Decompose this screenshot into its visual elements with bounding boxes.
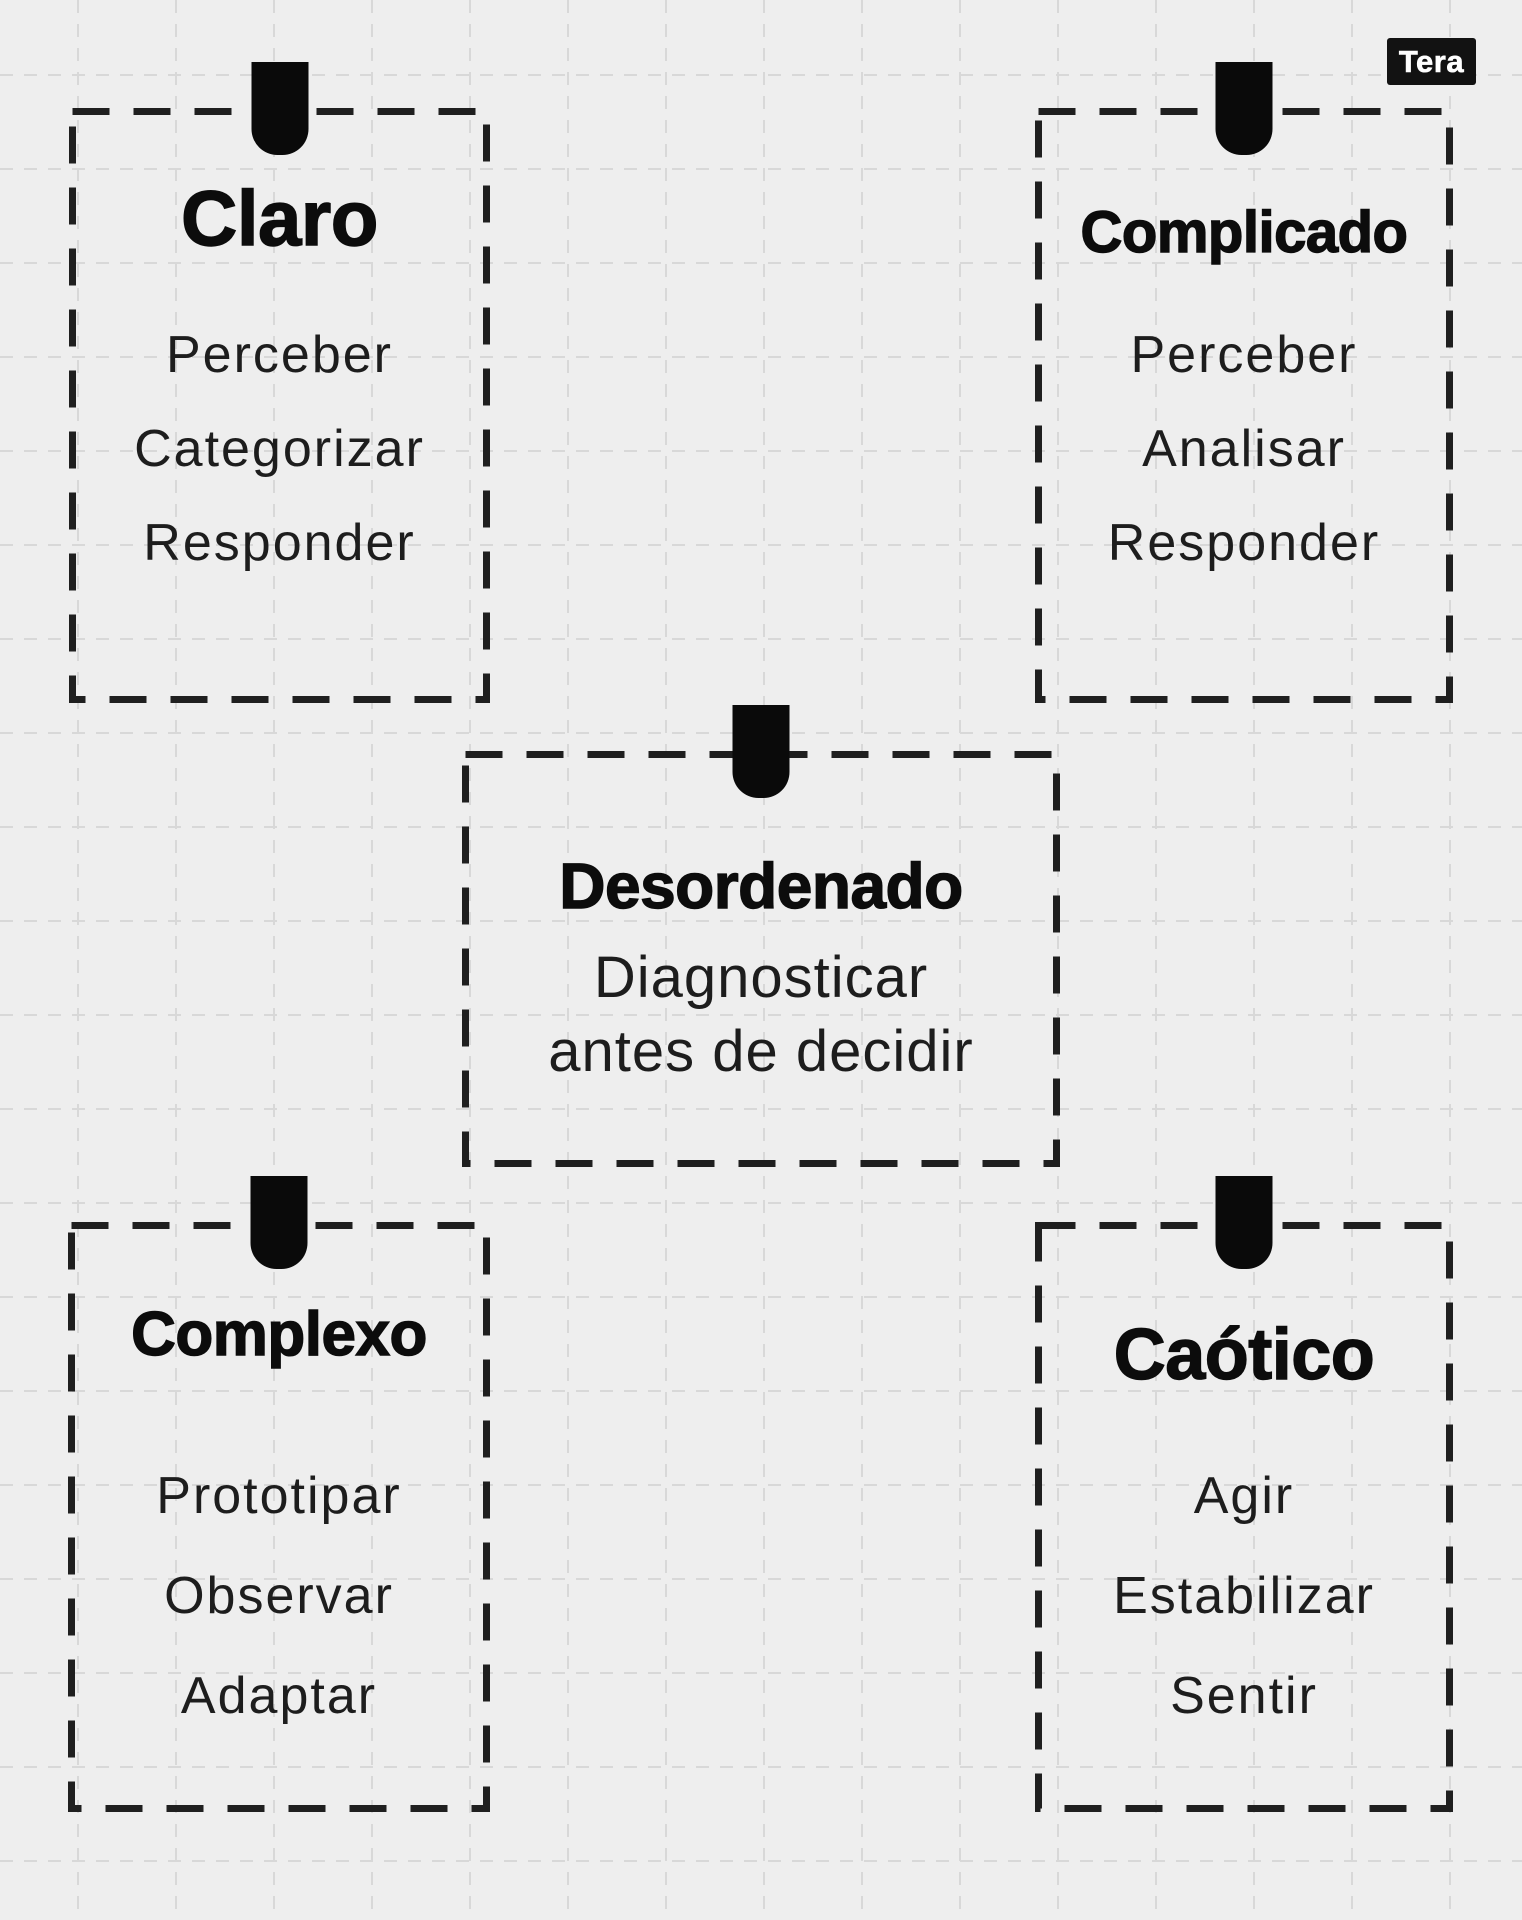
pin-icon [250, 1176, 308, 1269]
quadrant-complicado: Complicado Perceber Analisar Responder [1035, 62, 1453, 703]
quadrant-desordenado: Desordenado Diagnosticar antes de decidi… [462, 705, 1060, 1167]
body-line: Diagnosticar [593, 945, 929, 1010]
quadrant-claro: Claro Perceber Categorizar Responder [69, 62, 490, 703]
quadrant-title: Desordenado [559, 850, 964, 922]
tera-logo-text: Tera [1398, 43, 1465, 79]
pin-icon [251, 62, 308, 155]
quadrant-title: Caótico [1113, 1315, 1375, 1395]
quadrant-items: Perceber Categorizar Responder [69, 308, 490, 590]
tera-logo: Tera [1387, 38, 1476, 85]
quadrant-item: Prototipar [156, 1467, 402, 1525]
dashed-border-icon [462, 751, 1060, 1167]
quadrant-item: Responder [143, 514, 416, 572]
quadrant-items: Agir Estabilizar Sentir [1035, 1446, 1453, 1746]
quadrant-caotico: Caótico Agir Estabilizar Sentir [1035, 1176, 1453, 1812]
quadrant-title: Claro [180, 174, 379, 262]
quadrant-items: Perceber Analisar Responder [1035, 308, 1453, 590]
quadrant-item: Sentir [1170, 1667, 1318, 1725]
quadrant-item: Observar [164, 1567, 394, 1625]
quadrant-title: Complicado [1080, 200, 1409, 265]
pin-icon [1215, 1176, 1273, 1269]
quadrant-title: Complexo [130, 1300, 428, 1369]
quadrant-item: Adaptar [180, 1667, 378, 1725]
quadrant-item: Analisar [1142, 420, 1346, 478]
quadrant-item: Categorizar [134, 420, 425, 478]
quadrant-item: Estabilizar [1113, 1567, 1375, 1625]
quadrant-item: Perceber [166, 326, 393, 384]
quadrant-item: Responder [1107, 514, 1381, 572]
quadrant-body: Diagnosticar antes de decidir [462, 941, 1060, 1089]
pin-icon [1215, 62, 1273, 155]
pin-icon [732, 705, 790, 798]
quadrant-complexo: Complexo Prototipar Observar Adaptar [68, 1176, 490, 1812]
quadrant-items: Prototipar Observar Adaptar [68, 1446, 490, 1746]
quadrant-item: Perceber [1130, 326, 1358, 384]
quadrant-item: Agir [1193, 1467, 1295, 1525]
body-line: antes de decidir [548, 1019, 974, 1084]
